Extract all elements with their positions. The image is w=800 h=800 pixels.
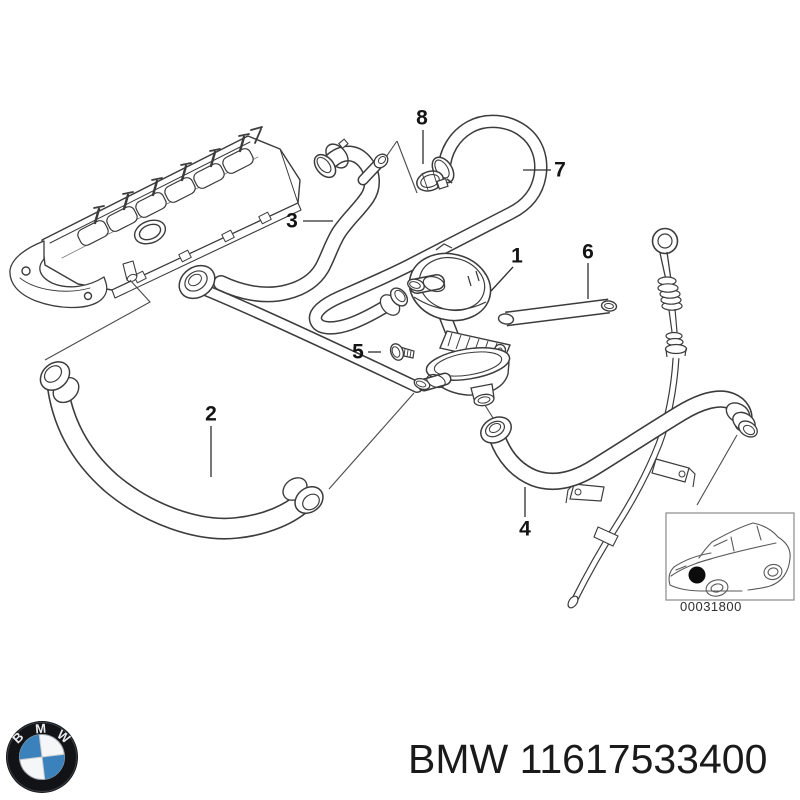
car-location-thumbnail [665,512,795,601]
hose-3-flange [178,264,216,300]
callout-leader-lines [210,130,589,517]
hose-4-drawing [480,390,758,491]
hose-7-drawing [308,114,548,335]
callout-8: 8 [416,106,428,130]
callout-2: 2 [205,402,217,426]
part-number-text: 11617533400 [519,736,768,782]
callout-5: 5 [352,340,364,364]
bmw-logo: B M W [6,721,78,793]
hose-2-drawing [39,361,324,540]
callout-1: 1 [511,244,523,268]
footer-part-number: BMW 11617533400 [408,739,767,780]
vent-pipe-drawing [497,298,618,327]
dipstick-drawing [565,227,696,609]
logo-letter-m: M [35,721,47,737]
hose-clamp-drawing [416,170,453,192]
vent-tube-drawing [199,284,423,393]
valve-cover-drawing [9,126,302,309]
callout-6: 6 [582,240,594,264]
image-number: 00031800 [680,599,742,614]
callout-4: 4 [519,517,531,541]
callout-7: 7 [554,158,566,182]
vent-valve-drawing [407,243,511,407]
part-location-dot [688,566,706,584]
screw-drawing [389,343,415,361]
brand-text: BMW [408,736,509,782]
callout-3: 3 [286,209,298,233]
hose-3-drawing [178,138,389,303]
